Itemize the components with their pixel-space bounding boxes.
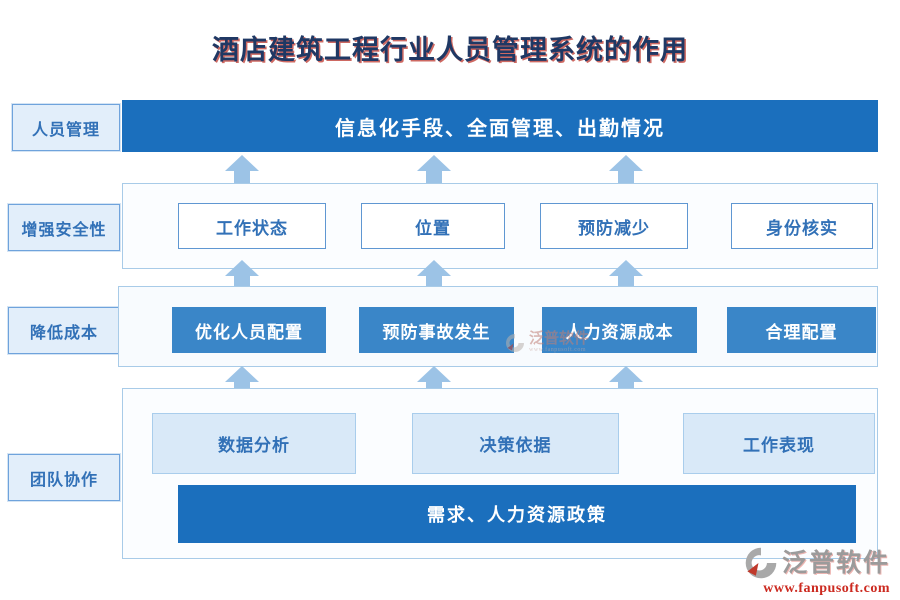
team-box-data-analysis: 数据分析 xyxy=(152,413,356,474)
side-label-text: 增强安全性 xyxy=(21,221,107,239)
fanpu-logo-icon xyxy=(745,547,777,579)
cost-box-accident-prevention: 预防事故发生 xyxy=(359,307,514,353)
up-arrow-icon xyxy=(225,155,259,185)
side-label-team-collaboration: 团队协作 xyxy=(8,454,120,501)
side-label-enhance-safety: 增强安全性 xyxy=(8,204,120,251)
branding-block: 泛普软件 www.fanpusoft.com xyxy=(744,546,890,597)
side-label-reduce-cost: 降低成本 xyxy=(8,307,120,354)
brand-website: www.fanpusoft.com xyxy=(763,581,890,596)
cost-box-optimize-staffing: 优化人员配置 xyxy=(172,307,326,353)
side-label-personnel-management: 人员管理 xyxy=(12,104,120,151)
side-label-text: 团队协作 xyxy=(29,471,98,489)
hr-policy-bar: 需求、人力资源政策 xyxy=(178,485,856,543)
safety-box-location: 位置 xyxy=(361,203,505,249)
side-label-text: 人员管理 xyxy=(31,121,100,139)
team-box-decision-basis: 决策依据 xyxy=(412,413,619,474)
safety-box-work-status: 工作状态 xyxy=(178,203,326,249)
team-box-work-performance: 工作表现 xyxy=(683,413,875,474)
side-label-text: 降低成本 xyxy=(29,324,98,342)
cost-box-rational-allocation: 合理配置 xyxy=(727,307,876,353)
brand-name: 泛普软件 xyxy=(781,549,890,577)
safety-box-prevention-reduction: 预防减少 xyxy=(540,203,688,249)
up-arrow-icon xyxy=(609,155,643,185)
safety-box-identity-verification: 身份核实 xyxy=(731,203,873,249)
up-arrow-icon xyxy=(417,155,451,185)
page-title: 酒店建筑工程行业人员管理系统的作用 xyxy=(212,35,688,65)
management-methods-bar: 信息化手段、全面管理、出勤情况 xyxy=(122,100,878,152)
cost-box-hr-cost: 人力资源成本 xyxy=(542,307,697,353)
